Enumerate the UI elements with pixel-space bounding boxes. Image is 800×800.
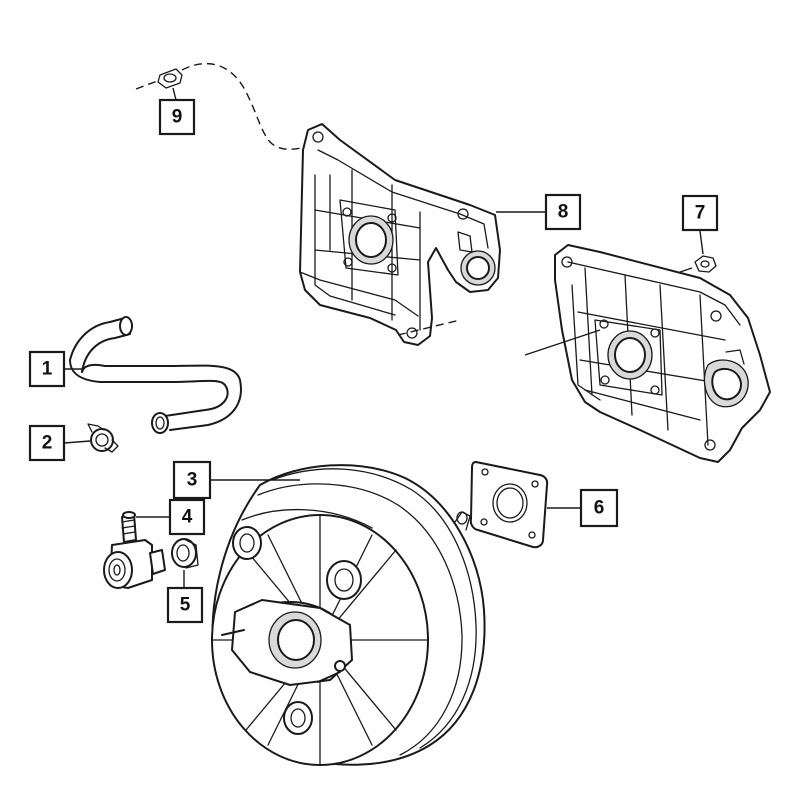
svg-text:2: 2 xyxy=(42,433,53,454)
callout-8: 8 xyxy=(544,193,582,231)
svg-text:3: 3 xyxy=(187,470,198,491)
svg-text:5: 5 xyxy=(180,595,191,616)
svg-text:4: 4 xyxy=(182,507,193,528)
callout-5: 5 xyxy=(166,586,204,624)
svg-text:1: 1 xyxy=(42,359,53,380)
callout-2: 2 xyxy=(28,424,66,462)
part-3-brake-booster xyxy=(211,464,486,766)
part-2-clamp xyxy=(87,423,119,453)
part-8-bracket xyxy=(299,123,501,346)
callout-9: 9 xyxy=(158,98,196,136)
callout-7: 7 xyxy=(681,194,719,232)
callout-4: 4 xyxy=(168,498,206,536)
part-1-hose xyxy=(69,316,242,434)
callout-3: 3 xyxy=(172,460,212,500)
part-7-nut xyxy=(679,255,717,273)
callout-6: 6 xyxy=(579,488,619,528)
leader-lines xyxy=(63,87,704,588)
part-5-grommet xyxy=(171,538,199,569)
svg-text:7: 7 xyxy=(695,203,706,224)
part-6-gasket xyxy=(469,461,549,549)
part-4-check-valve xyxy=(103,511,166,589)
mounting-plate xyxy=(524,244,771,463)
callout-1: 1 xyxy=(28,350,66,388)
svg-text:9: 9 xyxy=(172,107,183,128)
part-9-nut xyxy=(135,63,311,150)
svg-text:6: 6 xyxy=(594,498,605,519)
svg-text:8: 8 xyxy=(558,202,569,223)
